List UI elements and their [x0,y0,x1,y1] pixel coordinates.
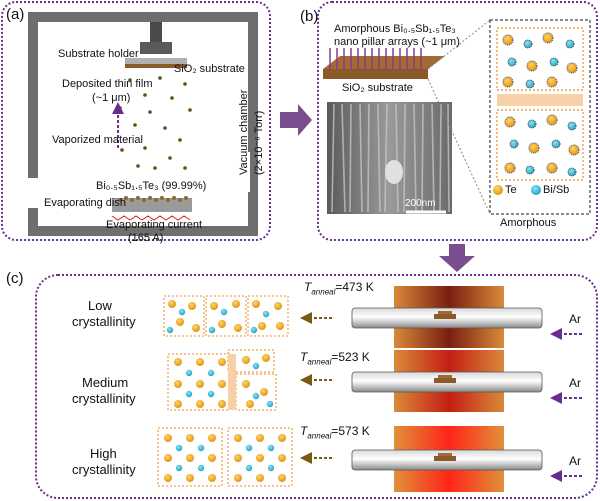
temp-subscript: anneal [311,287,336,297]
row-low-temp: Tanneal=473 K [304,280,374,296]
row-low-gas: Ar [569,312,581,326]
substrate-holder-label: Substrate holder [58,48,139,60]
legend-te-marker [493,185,503,195]
row-medium-line1: Medium [82,375,129,390]
panel-c-border [35,274,598,499]
sem-image [327,102,452,214]
temp-symbol: T [304,280,312,294]
temp-value: =523 K [331,350,370,364]
current-value-label: (165 A) [128,232,164,244]
arrow-a-to-b [280,104,312,136]
amorphous-atoms [502,32,580,177]
row-medium-gas: Ar [569,376,581,390]
temp-subscript: anneal [307,357,332,367]
amorphous-lattice-box [489,19,591,215]
vacuum-chamber-label: Vacuum chamber [238,89,250,175]
film-thickness-label: (~1 μm) [92,92,131,104]
pillar-array-title: Amorphous Bi₀.₅Sb₁.₅Te₃ [334,23,456,35]
sio2-substrate-label: SiO₂ substrate [174,63,245,75]
scale-bar-label: 200nm [405,198,436,209]
row-high-temp: Tanneal=573 K [300,424,370,440]
row-high-gas: Ar [569,454,581,468]
temp-symbol: T [300,424,308,438]
temp-symbol: T [300,350,308,364]
heating-coil [111,215,191,221]
low-crystallinity-lattice [163,295,289,337]
deposited-film-label: Deposited thin film [62,78,153,90]
legend-bisb-label: Bi/Sb [543,184,570,196]
panel-b-border [317,1,598,241]
row-high-line2: crystallinity [72,462,136,477]
legend-te-label: Te [505,184,517,196]
amorphous-label: Amorphous [500,217,557,229]
deposited-film [125,64,187,68]
panel-b-label: (b) [300,8,319,25]
vacuum-pressure-label: (2×10⁻⁶ Torr) [253,110,265,175]
row-high-line1: High [90,446,117,461]
sio2-substrate-b-label: SiO₂ substrate [342,82,413,94]
temp-value: =573 K [331,424,370,438]
legend-bisb-marker [531,185,541,195]
arrow-b-to-c [439,244,475,272]
row-low-line1: Low [88,298,112,313]
row-medium-temp: Tanneal=523 K [300,350,370,366]
substrate-holder [150,22,162,42]
medium-crystallinity-lattice [167,349,277,411]
evaporating-dish-label: Evaporating dish [44,197,126,209]
evaporating-current-label: Evaporating current [106,219,202,231]
panel-a-border [1,1,271,241]
sio2-substrate-b [323,69,428,79]
high-crystallinity-lattice [157,427,293,487]
temp-subscript: anneal [307,431,332,441]
pillar-array-subtitle: nano pillar arrays (~1 μm) [334,36,460,48]
vaporized-particles [118,76,192,170]
panel-a-label: (a) [6,6,25,23]
nano-pillar-array [329,48,422,70]
vaporized-material-label: Vaporized material [52,134,143,146]
temp-value: =473 K [335,280,374,294]
panel-c-label: (c) [6,270,24,287]
sio2-substrate-a [125,58,187,64]
row-medium-line2: crystallinity [72,391,136,406]
row-low-line2: crystallinity [72,314,136,329]
source-formula-label: Bi₀.₅Sb₁.₅Te₃ (99.99%) [96,180,207,192]
source-material [118,196,188,202]
